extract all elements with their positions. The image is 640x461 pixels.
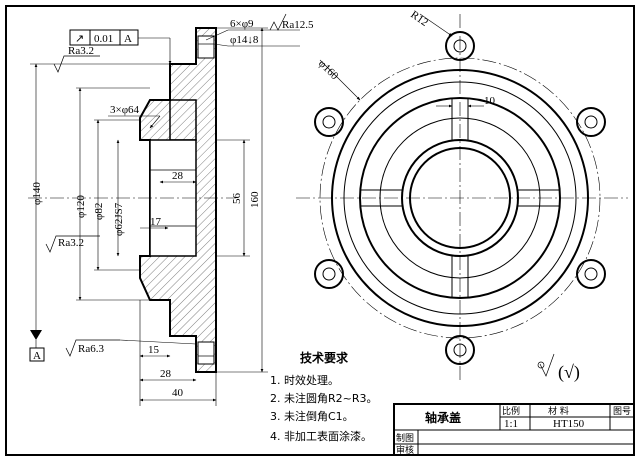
- front-view: R12 φ160 10: [296, 9, 628, 380]
- bolt-hole: [314, 107, 344, 137]
- roughness-other: (√): [537, 353, 580, 383]
- tech-req-item: 4. 非加工表面涂漆。: [270, 429, 372, 443]
- runout-icon: ↗: [75, 33, 84, 45]
- bolt-hole: [445, 31, 475, 61]
- drawing-border: [5, 5, 635, 456]
- roughness-ref: Ra12.5: [282, 19, 314, 31]
- dim-chamfer: 3×φ64: [110, 104, 140, 116]
- bolt-lugs: [314, 31, 606, 365]
- svg-text:(√): (√): [558, 362, 580, 383]
- dim-w10: 10: [484, 95, 496, 107]
- tolerance-value: 0.01: [94, 33, 113, 45]
- material-label: 材 料: [548, 405, 569, 417]
- datum-triangle: [30, 330, 42, 340]
- hub-outer: [401, 139, 519, 257]
- tolerance-frame: ↗ 0.01 A: [69, 29, 172, 65]
- part-name: 轴承盖: [425, 410, 461, 425]
- tech-requirements: 技术要求 1. 时效处理。 2. 未注圆角R2~R3。 3. 未注倒角C1。 4…: [270, 350, 378, 443]
- bolt-hole: [576, 259, 606, 289]
- scale-label: 比例: [502, 405, 520, 417]
- dim-56: 56: [231, 193, 243, 205]
- tech-req-title: 技术要求: [300, 350, 349, 365]
- hole-bottom: [197, 341, 215, 365]
- hub-inner: [409, 147, 511, 249]
- svg-text:Ra6.3: Ra6.3: [78, 343, 104, 355]
- title-block: 轴承盖 比例 材 料 图号 1:1 HT150 制图 审核: [393, 403, 635, 456]
- svg-text:Ra3.2: Ra3.2: [58, 237, 84, 249]
- bolt-circle: [319, 57, 601, 339]
- bolt-hole: [445, 335, 475, 365]
- tech-req-item: 2. 未注圆角R2~R3。: [270, 391, 378, 405]
- dim-15: 15: [148, 344, 160, 356]
- dim-d82: φ82: [93, 203, 105, 220]
- svg-text:Ra3.2: Ra3.2: [68, 45, 94, 57]
- dim-l28: 28: [160, 368, 172, 380]
- roughness-middle: Ra3.2: [45, 235, 100, 253]
- datum-a-label: A: [33, 350, 41, 362]
- dim-d120: φ120: [75, 195, 87, 218]
- tolerance-datum: A: [124, 33, 132, 45]
- tech-req-item: 3. 未注倒角C1。: [270, 409, 354, 423]
- section-view: A φ140 φ120 φ82 φ62JS7 28 17 56 160 15: [28, 13, 314, 406]
- bolt-hole: [576, 107, 606, 137]
- roughness-top: Ra3.2: [53, 45, 100, 73]
- ribs: [360, 98, 560, 298]
- outer-flange: [331, 69, 589, 327]
- dim-r12: R12: [408, 9, 430, 29]
- hole-top: [197, 35, 215, 59]
- material-value: HT150: [553, 418, 585, 430]
- dim-40: 40: [172, 387, 184, 399]
- dim-160: 160: [249, 191, 261, 208]
- dim-holes: 6×φ9: [230, 18, 254, 30]
- drawing-no-label: 图号: [613, 406, 631, 417]
- bolt-hole: [314, 259, 344, 289]
- section-outline: [139, 27, 217, 373]
- tech-req-item: 1. 时效处理。: [270, 373, 339, 387]
- checked-label: 审核: [396, 444, 414, 456]
- dim-17: 17: [150, 216, 162, 228]
- scale-value: 1:1: [504, 418, 518, 430]
- dim-counterbore: φ14↓8: [230, 34, 259, 46]
- dim-d62: φ62JS7: [113, 202, 125, 236]
- dim-28: 28: [172, 170, 184, 182]
- dim-d140: φ140: [31, 182, 43, 205]
- dim-d160-circle: φ160: [316, 58, 341, 83]
- drawn-label: 制图: [396, 432, 414, 444]
- roughness-bottom: Ra6.3: [65, 339, 197, 357]
